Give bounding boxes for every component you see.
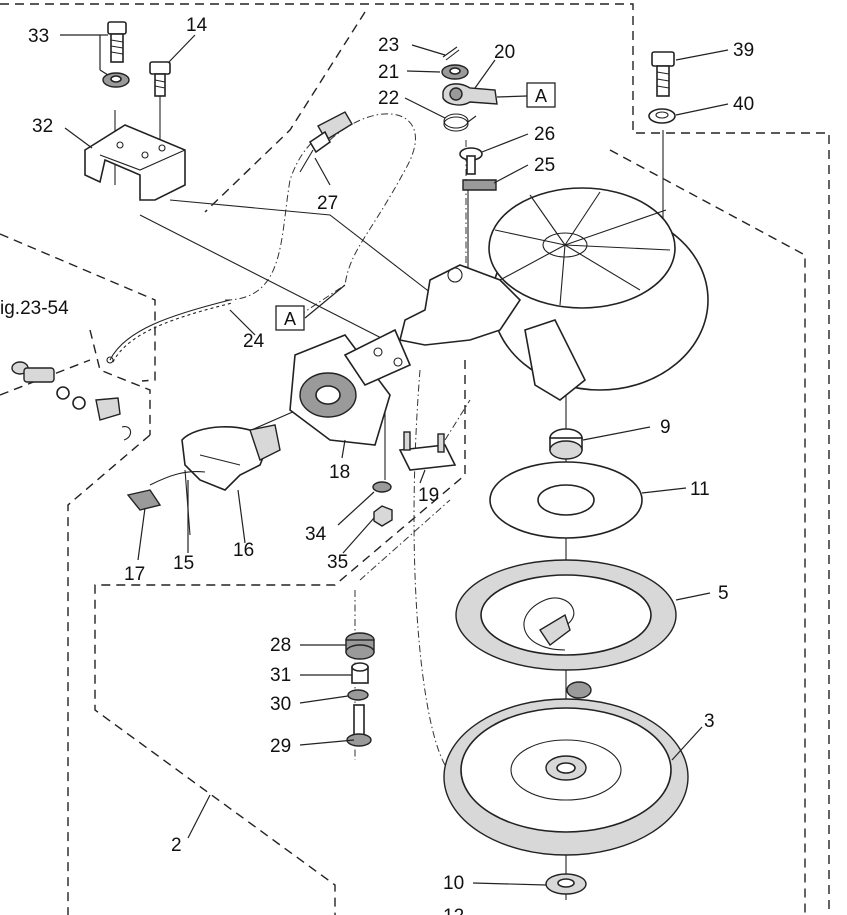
callout-25: 25 <box>534 155 555 176</box>
callout-23: 23 <box>378 35 399 56</box>
callout-32: 32 <box>32 116 53 137</box>
part-23-pin <box>442 46 460 61</box>
callout-15: 15 <box>173 553 194 574</box>
callout-21: 21 <box>378 62 399 83</box>
callout-26: 26 <box>534 124 555 145</box>
part-27-cable-end <box>299 111 353 173</box>
callout-5: 5 <box>718 583 729 604</box>
part-fig-23-54-fittings <box>11 361 132 441</box>
part-40-washer <box>648 108 676 124</box>
part-28-grommet <box>345 632 375 660</box>
callout-12: 12 <box>443 906 464 915</box>
callout-14: 14 <box>186 15 208 36</box>
part-34-washer <box>372 481 392 493</box>
callout-18: 18 <box>329 462 350 483</box>
callout-33: 33 <box>28 26 49 47</box>
part-5-recoil-spring <box>455 559 677 671</box>
part-10-washer <box>545 873 587 895</box>
part-18-rope-guide <box>289 328 412 446</box>
part-33-bolt-and-washer <box>102 21 130 88</box>
part-32-bracket <box>84 124 186 201</box>
callout-22: 22 <box>378 88 399 109</box>
part-17-clip <box>126 489 162 511</box>
reference-box-top: A <box>526 82 556 108</box>
part-9-bushing <box>549 428 583 460</box>
part-31-collar <box>351 662 369 684</box>
figure-reference: ig.23-54 <box>0 298 69 319</box>
callout-40: 40 <box>733 94 754 115</box>
part-25-clip <box>462 179 497 191</box>
part-starter-housing <box>399 187 709 401</box>
callout-3: 3 <box>704 711 715 732</box>
callout-20: 20 <box>494 42 515 63</box>
part-14-screw <box>149 61 171 97</box>
part-15-rope <box>149 471 206 486</box>
callout-30: 30 <box>270 694 291 715</box>
part-3-pulley <box>443 681 689 856</box>
part-26-screw <box>459 147 483 175</box>
reference-box-left-label: A <box>284 309 296 329</box>
callout-9: 9 <box>660 417 671 438</box>
part-19-pin-plate <box>398 431 457 471</box>
reference-box-top-label: A <box>535 86 547 106</box>
callout-2: 2 <box>171 835 182 856</box>
group-boundaries <box>0 3 830 915</box>
leader-lines <box>60 34 729 886</box>
callout-17: 17 <box>124 564 145 585</box>
callout-19: 19 <box>418 485 439 506</box>
callout-10: 10 <box>443 873 464 894</box>
callout-24: 24 <box>243 331 265 352</box>
callout-labels: 33 14 32 23 21 22 20 27 26 25 39 40 ig.2… <box>0 15 754 915</box>
part-11-plate <box>489 461 643 539</box>
callout-16: 16 <box>233 540 254 561</box>
callout-29: 29 <box>270 736 291 757</box>
part-21-washer <box>441 64 469 80</box>
part-39-bolt <box>651 51 675 97</box>
callout-27: 27 <box>317 193 338 214</box>
callout-28: 28 <box>270 635 291 656</box>
part-16-handle <box>181 424 281 491</box>
part-29-bolt <box>346 704 372 747</box>
callout-35: 35 <box>327 552 348 573</box>
part-30-washer <box>347 689 369 701</box>
callout-34: 34 <box>305 524 327 545</box>
callout-31: 31 <box>270 665 291 686</box>
part-20-lever <box>442 83 498 106</box>
reference-box-left: A <box>275 305 305 331</box>
callout-39: 39 <box>733 40 754 61</box>
callout-11: 11 <box>690 479 710 500</box>
part-35-nut <box>373 505 393 527</box>
part-22-spring <box>443 113 477 132</box>
part-24-cable <box>106 299 233 364</box>
